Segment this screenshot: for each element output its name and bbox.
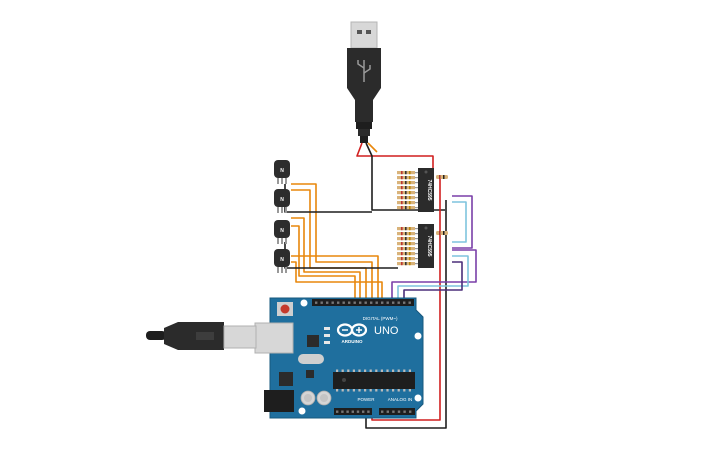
wire-usb-black[interactable] — [365, 142, 445, 211]
mounting-hole-2 — [414, 332, 422, 340]
atmega-microcontroller — [333, 369, 415, 392]
usb-symbol-icon — [357, 60, 371, 82]
transistor-2-label: N — [280, 197, 284, 203]
chip-resistor-1[interactable] — [436, 175, 448, 179]
transistor-4-label: N — [280, 257, 284, 263]
mounting-hole-4 — [298, 407, 306, 415]
shift-register-1[interactable]: 74HC595 — [418, 168, 434, 212]
transistor-3[interactable]: N — [274, 220, 290, 244]
wire-lightblue-1[interactable] — [452, 201, 467, 243]
wire-black-right[interactable] — [365, 200, 447, 429]
mounting-hole-3 — [414, 394, 422, 402]
transistor-array: N N N N — [274, 160, 290, 273]
shift-register-2-label: 74HC595 — [426, 235, 432, 256]
board-brand-label: UNO — [374, 325, 399, 337]
wire-orange-1[interactable] — [291, 183, 373, 302]
resistor-bank-bottom[interactable] — [397, 227, 418, 266]
reset-button[interactable] — [277, 302, 293, 316]
usb-connector-top[interactable] — [347, 21, 381, 143]
usb-cable-left[interactable] — [146, 322, 257, 350]
wire-usb-orange[interactable] — [367, 142, 378, 153]
wire-orange-3[interactable] — [291, 217, 361, 302]
voltage-regulator — [279, 372, 293, 386]
chip-resistor-2[interactable] — [436, 231, 448, 235]
usb-b-port[interactable] — [254, 322, 294, 354]
wire-purple-2[interactable] — [391, 249, 477, 302]
wire-black-1[interactable] — [284, 184, 372, 213]
wire-orange-4[interactable] — [291, 225, 356, 302]
transistor-4[interactable]: N — [274, 249, 290, 273]
digital-pwm-label: DIGITAL (PWM~) — [363, 316, 398, 321]
power-jack[interactable] — [264, 390, 294, 412]
board-maker-label: ARDUINO — [342, 339, 363, 344]
wire-black-2[interactable] — [284, 242, 398, 269]
wire-orange-6[interactable] — [291, 261, 383, 302]
arduino-logo-icon — [336, 323, 368, 337]
power-label: POWER — [357, 397, 375, 402]
wire-purple-1[interactable] — [452, 195, 473, 249]
wire-orange-5[interactable] — [291, 255, 379, 302]
analog-header[interactable] — [379, 408, 415, 415]
wire-usb-red[interactable] — [356, 142, 434, 170]
transistor-2[interactable]: N — [274, 189, 290, 213]
board-capacitors — [300, 390, 332, 406]
crystal-oscillator — [298, 354, 324, 364]
arduino-uno-board[interactable]: DIGITAL (PWM~) UNO ARDUINO — [254, 297, 424, 419]
shift-register-2[interactable]: 74HC595 — [418, 224, 434, 268]
shift-register-1-label: 74HC595 — [426, 179, 432, 200]
power-header[interactable] — [334, 408, 372, 415]
wire-lightblue-2[interactable] — [397, 255, 469, 302]
transistor-3-label: N — [280, 228, 284, 234]
usb-interface-chip — [307, 335, 319, 347]
wire-darkpurple[interactable] — [403, 261, 463, 302]
mounting-hole-1 — [300, 299, 308, 307]
digital-header[interactable] — [312, 299, 414, 306]
transistor-1-label: N — [280, 168, 284, 174]
resistor-bank-top[interactable] — [397, 171, 418, 210]
analog-in-label: ANALOG IN — [388, 397, 413, 402]
transistor-1[interactable]: N — [274, 160, 290, 184]
board-leds — [324, 327, 330, 344]
